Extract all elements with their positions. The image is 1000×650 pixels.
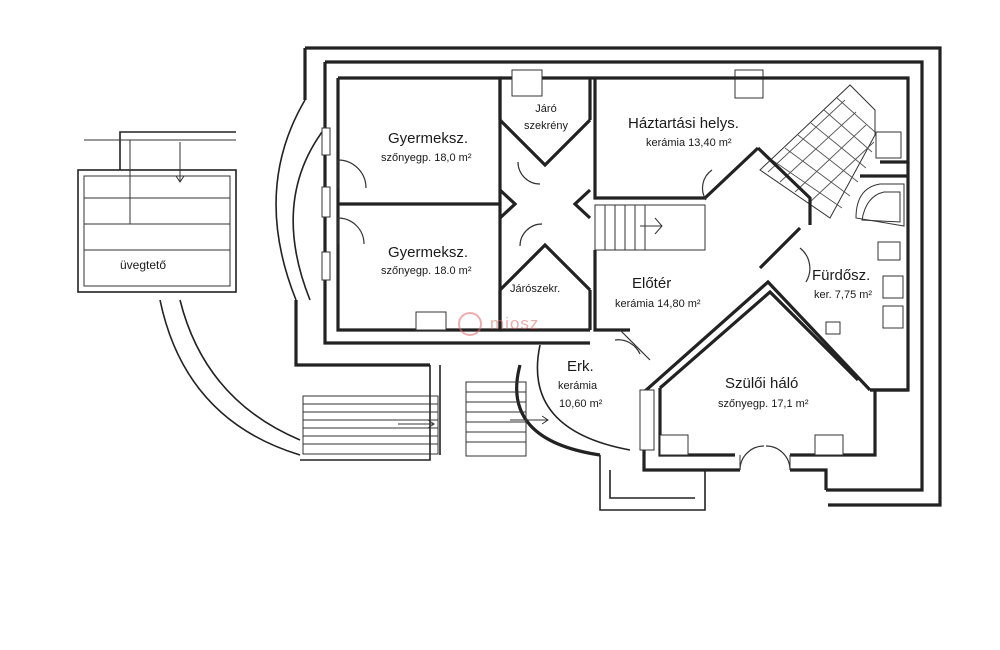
- room-furdo-name: Fürdősz.: [812, 267, 871, 284]
- room-erkely-name: Erk.: [567, 358, 594, 375]
- household-room: [590, 76, 910, 219]
- room-szuloi-name: Szülői háló: [725, 375, 799, 392]
- room-erkely-line2: kerámia: [558, 380, 598, 392]
- watermark-text: miosz: [490, 314, 540, 333]
- outside-stairs-middle: [465, 381, 549, 457]
- room-gyermek1-name: Gyermeksz.: [388, 130, 469, 147]
- outer-walls: [294, 46, 942, 507]
- room-jaro-line1: Járó: [535, 103, 557, 115]
- room-uvegteto-name: üvegtető: [120, 258, 167, 272]
- room-furdo-detail: ker. 7,75 m²: [814, 289, 873, 301]
- top-windows: [415, 69, 764, 331]
- room-szuloi-detail: szőnyegp. 17,1 m²: [718, 398, 809, 410]
- watermark-logo-icon: [458, 312, 482, 336]
- outside-stairs-left: [159, 299, 441, 461]
- room-gyermek2-name: Gyermeksz.: [388, 244, 469, 261]
- room-eloter-detail: kerámia 14,80 m²: [615, 298, 701, 310]
- french-door: [739, 445, 791, 471]
- inner-stairs: [594, 204, 706, 251]
- room-haztartasi-detail: kerámia 13,40 m²: [646, 137, 732, 149]
- glass-roof: [77, 131, 237, 293]
- room-eloter-name: Előtér: [632, 275, 672, 292]
- room-jaroszekr-name: Járószekr.: [510, 283, 561, 295]
- room-haztartasi-name: Háztartási helys.: [628, 115, 739, 132]
- parents-bedroom: [639, 388, 877, 490]
- anteroom-walls: [593, 146, 908, 394]
- children-doors: [321, 127, 543, 281]
- balcony: [515, 344, 706, 511]
- room-gyermek1-detail: szőnyegp. 18,0 m²: [381, 152, 472, 164]
- room-jaro-line2: szekrény: [523, 120, 569, 132]
- left-bay: [275, 99, 326, 301]
- room-gyermek2-detail: szőnyegp. 18.0 m²: [381, 265, 472, 277]
- room-erkely-detail: 10,60 m²: [559, 398, 603, 410]
- tile-grid: [759, 84, 876, 219]
